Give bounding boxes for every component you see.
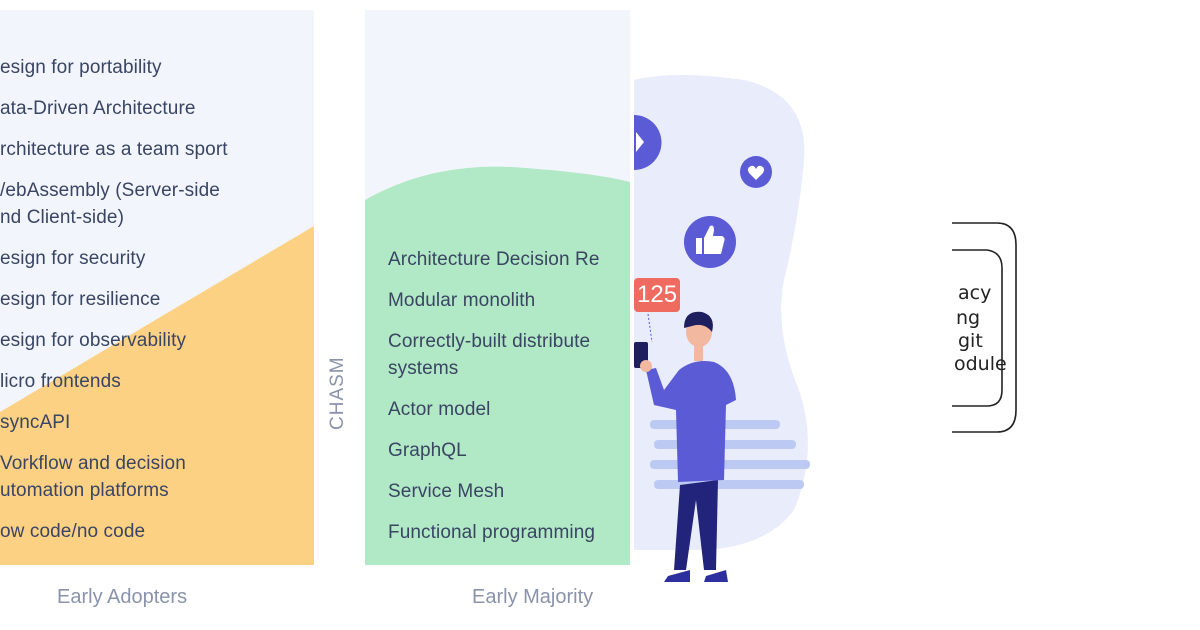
person-figure [634,311,736,582]
notification-count-badge: 125 [634,278,680,312]
list-item: esign for observability [0,330,187,351]
list-item: ow code/no code [0,521,146,542]
early-adopters-panel: esign for portability ata-Driven Architec… [0,10,314,565]
early-majority-area [365,166,630,565]
list-item: esign for resilience [0,289,161,310]
list-item: Vorkflow and decision [0,453,186,474]
sketch-box-outline [952,222,1017,433]
list-item: utomation platforms [0,480,169,501]
social-media-illustration [634,75,810,582]
early-majority-panel: Architecture Decision Re Modular monolith… [365,10,630,565]
early-adopters-label: Early Adopters [57,586,188,608]
sketch-line: ng [956,307,981,329]
sketch-diagram: acy ng git odule [952,220,1032,440]
sketch-line: git [958,330,983,352]
heart-icon [740,156,772,188]
list-item: Actor model [388,399,491,420]
list-item: /ebAssembly (Server-side [0,180,220,201]
list-item: systems [388,358,459,379]
list-item: licro frontends [0,371,121,392]
list-item: nd Client-side) [0,207,124,228]
chasm-label: CHASM [327,356,348,430]
sketch-line: odule [954,353,1007,375]
list-item: rchitecture as a team sport [0,139,228,160]
list-item: esign for security [0,248,146,269]
list-item: esign for portability [0,57,162,78]
early-adopters-area [0,226,314,565]
early-majority-label: Early Majority [472,586,594,608]
sketch-line: acy [958,282,992,304]
list-item: GraphQL [388,440,467,461]
play-icon [634,115,662,170]
list-item: syncAPI [0,412,71,433]
list-item: Functional programming [388,522,596,543]
list-item: Architecture Decision Re [388,249,600,270]
thumbs-up-icon [684,216,736,268]
list-item: Correctly-built distribute [388,331,591,352]
list-item: Service Mesh [388,481,505,502]
list-item: ata-Driven Architecture [0,98,196,119]
list-item: Modular monolith [388,290,536,311]
